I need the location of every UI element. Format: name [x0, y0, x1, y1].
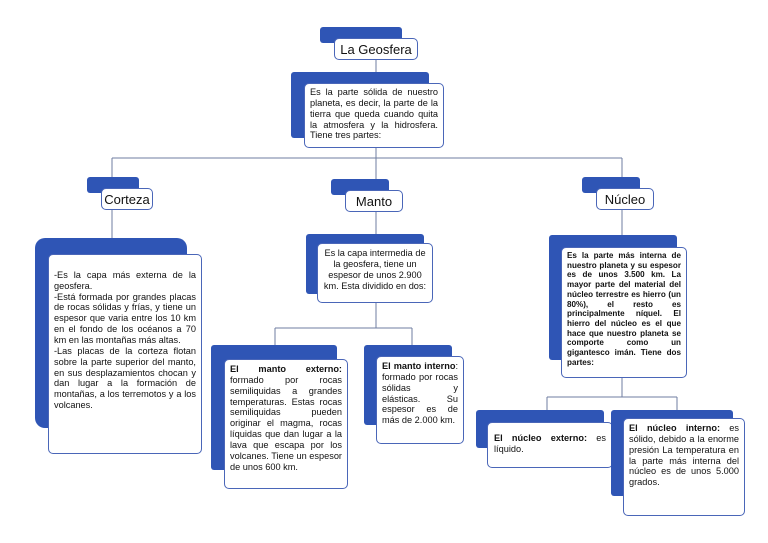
intro-text: Es la parte sólida de nuestro planeta, e…: [310, 87, 438, 141]
nucleo-externo-description: El núcleo externo: es líquido.: [487, 422, 613, 468]
nucleo-title: Núcleo: [596, 188, 654, 210]
nucleo-externo-label: El núcleo externo:: [494, 433, 588, 443]
corteza-description: -Es la capa más externa de la geosfera. …: [48, 254, 202, 454]
corteza-title: Corteza: [101, 188, 153, 210]
root-title: La Geosfera: [334, 38, 418, 60]
nucleo-text: Es la parte más interna de nuestro plane…: [567, 251, 681, 367]
nucleo-externo-text: es líquido.: [494, 433, 606, 454]
manto-text: Es la capa intermedia de la geosfera, ti…: [323, 248, 427, 291]
corteza-title-text: Corteza: [104, 191, 150, 207]
manto-title-text: Manto: [355, 193, 393, 209]
root-title-text: La Geosfera: [340, 41, 412, 57]
manto-interno-description: El manto interno: formado por rocas sóli…: [376, 356, 464, 444]
manto-externo-description: El manto externo: formado por rocas semi…: [224, 359, 348, 489]
nucleo-interno-text: es sólido, debido a la enorme presión La…: [629, 423, 739, 488]
nucleo-description: Es la parte más interna de nuestro plane…: [561, 247, 687, 378]
manto-externo-label: El manto externo:: [230, 364, 342, 374]
manto-interno-label: El manto interno: [382, 361, 456, 371]
manto-title: Manto: [345, 190, 403, 212]
nucleo-title-text: Núcleo: [604, 191, 646, 207]
intro-description: Es la parte sólida de nuestro planeta, e…: [304, 83, 444, 148]
nucleo-interno-description: El núcleo interno: es sólido, debido a l…: [623, 418, 745, 516]
manto-description: Es la capa intermedia de la geosfera, ti…: [317, 243, 433, 303]
corteza-text: -Es la capa más externa de la geosfera. …: [54, 269, 196, 411]
nucleo-interno-label: El núcleo interno:: [629, 423, 721, 433]
manto-interno-text: : formado por rocas sólidas y elásticas.…: [382, 361, 458, 426]
manto-externo-text: formado por rocas semiliquidas a grandes…: [230, 374, 342, 472]
